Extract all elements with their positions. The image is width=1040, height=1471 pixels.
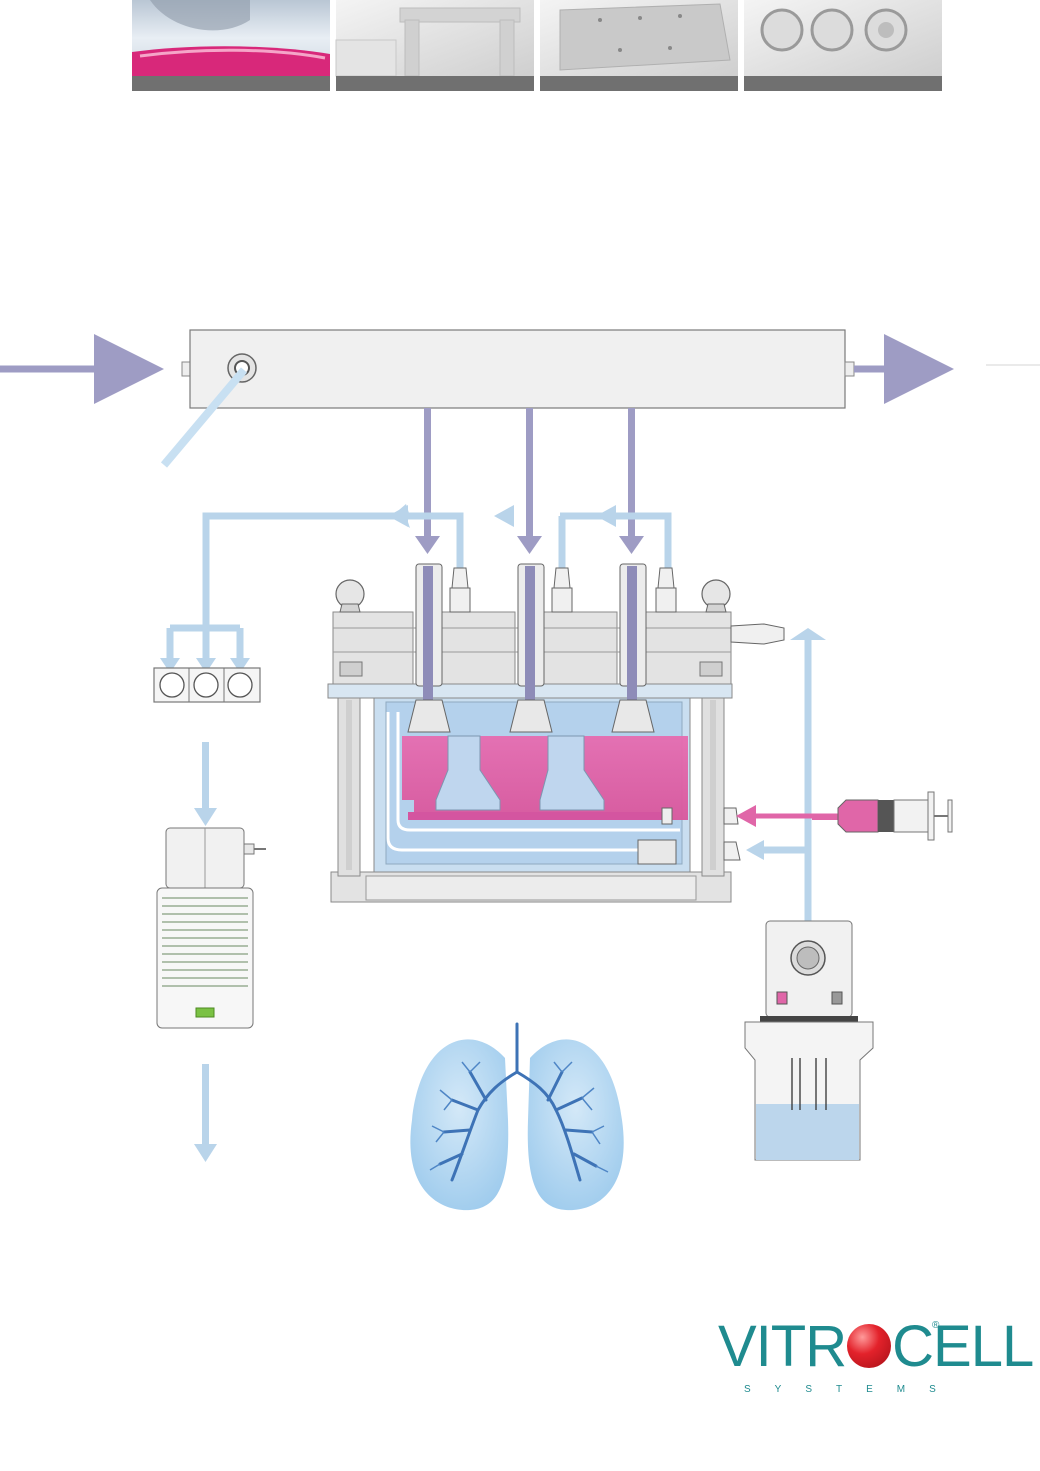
vacuum-pump-icon bbox=[156, 827, 266, 1029]
vacuum-lines bbox=[160, 504, 672, 673]
header-photo-module bbox=[540, 0, 738, 91]
flow-meter-icon bbox=[153, 667, 261, 703]
logo-word-post: CELL bbox=[892, 1314, 1034, 1379]
flow-to-pump-arrow bbox=[194, 742, 217, 826]
exposure-arrows bbox=[415, 408, 644, 554]
logo-registered-mark: ® bbox=[932, 1320, 940, 1331]
header-photo-strip bbox=[132, 0, 942, 91]
pump-exhaust-arrow bbox=[194, 1064, 217, 1162]
logo-o-sphere bbox=[847, 1324, 892, 1368]
logo-tagline: SYSTEMS bbox=[744, 1384, 960, 1395]
exhaust-manifold bbox=[0, 329, 954, 468]
header-photo-pipe bbox=[335, 0, 534, 91]
sample-tube bbox=[160, 367, 248, 468]
heater-lines bbox=[746, 628, 826, 922]
header-photo-wells bbox=[744, 0, 942, 91]
heater-bath-icon bbox=[744, 920, 874, 1161]
header-photo-flask bbox=[132, 0, 330, 91]
lungs-icon bbox=[380, 1016, 632, 1218]
exposure-module bbox=[327, 563, 785, 903]
syringe-icon bbox=[812, 791, 953, 841]
logo-word-pre: VITR bbox=[718, 1314, 847, 1379]
